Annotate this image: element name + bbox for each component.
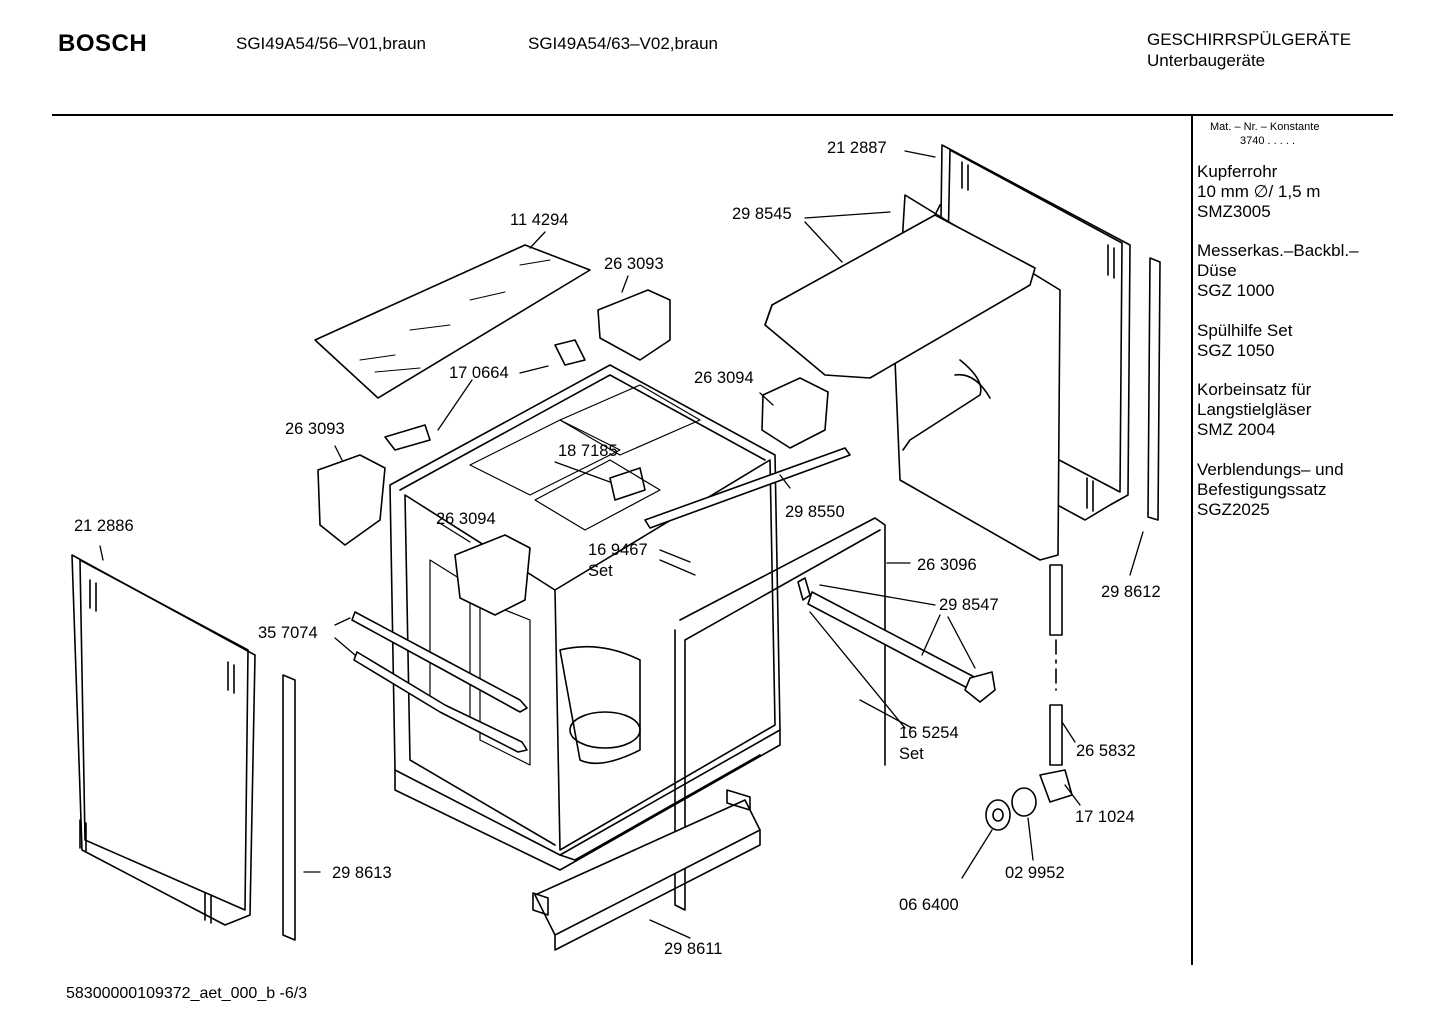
part-label-171024: 17 1024	[1075, 808, 1135, 826]
sidebar-divider	[1191, 115, 1193, 965]
part-bracket-group	[317, 289, 829, 616]
subcategory: Unterbaugeräte	[1147, 51, 1266, 70]
part-label-298611: 29 8611	[664, 940, 723, 958]
accessory-line: 10 mm ∅/ 1,5 m	[1197, 182, 1321, 201]
part-label-170664: 17 0664	[449, 364, 509, 382]
category: GESCHIRRSPÜLGERÄTE	[1147, 30, 1352, 49]
part-label-029952: 02 9952	[1005, 864, 1065, 882]
part-label-165254: 16 5254	[899, 724, 959, 742]
accessory-line: Messerkas.–Backbl.–	[1197, 241, 1359, 260]
part-kick-plate	[532, 789, 761, 951]
header-divider	[52, 114, 1393, 116]
part-label-165254-set: Set	[899, 745, 924, 763]
part-label-212886: 21 2886	[74, 517, 134, 535]
accessory-line: Langstielgläser	[1197, 400, 1312, 419]
part-label-263094-right: 26 3094	[694, 369, 754, 387]
accessory-line: Korbeinsatz für	[1197, 380, 1312, 399]
accessory-line: SGZ 1000	[1197, 281, 1275, 300]
accessory-item: Messerkas.–Backbl.– Düse SGZ 1000	[1197, 241, 1359, 301]
accessory-line: SMZ3005	[1197, 202, 1271, 221]
part-hose-fitting	[985, 564, 1073, 831]
model-number-1: SGI49A54/56–V01,braun	[236, 34, 426, 53]
document-code: 58300000109372_aet_000_b -6/3	[66, 985, 308, 1002]
part-label-263094-center: 26 3094	[436, 510, 496, 528]
model-number-2: SGI49A54/63–V02,braun	[528, 34, 718, 53]
part-label-066400: 06 6400	[899, 896, 959, 914]
part-insulation-mat	[314, 244, 591, 399]
part-label-263093-top: 26 3093	[604, 255, 664, 273]
part-label-298550: 29 8550	[785, 503, 845, 521]
part-label-265832: 26 5832	[1076, 742, 1136, 760]
accessory-line: Düse	[1197, 261, 1237, 280]
part-tub	[389, 364, 781, 871]
part-label-298547: 29 8547	[939, 596, 999, 614]
accessory-line: SGZ 1050	[1197, 341, 1275, 360]
part-label-298612: 29 8612	[1101, 583, 1161, 601]
accessory-line: Kupferrohr	[1197, 162, 1278, 181]
accessory-item: Spülhilfe Set SGZ 1050	[1197, 321, 1292, 361]
accessory-line: SGZ2025	[1197, 500, 1270, 519]
material-label: Mat. – Nr. – Konstante	[1210, 121, 1320, 133]
category-title: GESCHIRRSPÜLGERÄTE Unterbaugeräte	[1147, 29, 1351, 71]
part-label-298545: 29 8545	[732, 205, 792, 223]
part-label-187185: 18 7185	[558, 442, 618, 460]
part-label-298613: 29 8613	[332, 864, 392, 882]
part-label-114294: 11 4294	[510, 211, 569, 229]
part-rails	[351, 611, 528, 753]
part-seal-strip	[644, 447, 851, 529]
accessory-line: Verblendungs– und	[1197, 460, 1344, 479]
part-label-169467: 16 9467	[588, 541, 648, 559]
accessory-line: SMZ 2004	[1197, 420, 1276, 439]
accessory-line: Spülhilfe Set	[1197, 321, 1293, 340]
part-side-strip-left	[282, 674, 296, 941]
part-label-357074: 35 7074	[258, 624, 318, 642]
accessory-item: Korbeinsatz für Langstielgläser SMZ 2004	[1197, 380, 1311, 440]
material-value: 3740 . . . . .	[1240, 135, 1296, 147]
accessory-item: Verblendungs– und Befestigungssatz SGZ20…	[1197, 460, 1344, 520]
part-label-263093-left: 26 3093	[285, 420, 345, 438]
part-label-263096: 26 3096	[917, 556, 977, 574]
part-label-169467-set: Set	[588, 562, 613, 580]
part-side-strip-right	[1147, 257, 1161, 521]
material-constant: Mat. – Nr. – Konstante 3740 . . . . .	[1210, 120, 1319, 148]
leader-lines	[99, 150, 1144, 939]
part-top-plate	[764, 204, 1036, 379]
part-side-panel-left	[71, 554, 256, 926]
brand-logo: BOSCH	[58, 30, 148, 57]
accessory-item: Kupferrohr 10 mm ∅/ 1,5 m SMZ3005	[1197, 162, 1320, 222]
part-label-212887: 21 2887	[827, 139, 887, 157]
accessory-line: Befestigungssatz	[1197, 480, 1327, 499]
